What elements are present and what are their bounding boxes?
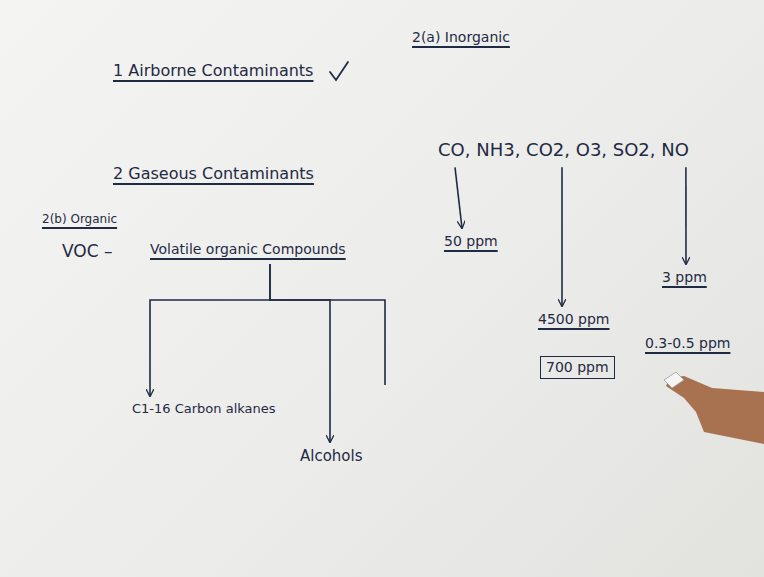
node-text: C1-16 Carbon alkanes: [132, 400, 276, 418]
heading: 2 Gaseous Contaminants: [113, 163, 314, 185]
arrow-connector: [270, 264, 330, 442]
node-text: 3 ppm: [662, 268, 707, 287]
node-text: Alcohols: [300, 446, 363, 466]
node-text: Volatile organic Compounds: [150, 240, 346, 259]
abbreviation: VOC –: [62, 240, 113, 263]
limit-value: 700 ppm: [540, 356, 615, 379]
limit-value: 0.3-0.5 ppm: [645, 334, 730, 353]
hand: [666, 376, 764, 444]
arrow-connector: [561, 167, 563, 306]
arrow-connector: [685, 167, 687, 264]
empty-branch: [270, 300, 385, 385]
category-branch: Alcohols: [300, 446, 363, 466]
limit-value: 3 ppm: [662, 268, 707, 287]
heading: 1 Airborne Contaminants: [113, 60, 313, 82]
gas-list: CO, NH3, CO2, O3, SO2, NO: [438, 138, 689, 162]
node-text: 0.3-0.5 ppm: [645, 334, 730, 353]
node-text: 700 ppm: [546, 358, 609, 377]
arrow-connector: [455, 167, 462, 228]
limit-value: 4500 ppm: [538, 310, 610, 329]
check-mark: [330, 62, 348, 80]
subheading: 2(b) Organic: [42, 211, 117, 227]
marker-pen: [664, 372, 684, 388]
node-text: 4500 ppm: [538, 310, 610, 329]
limit-value: 50 ppm: [444, 232, 498, 251]
node-text: 50 ppm: [444, 232, 498, 251]
node-text: CO, NH3, CO2, O3, SO2, NO: [438, 138, 689, 162]
subheading: 2(a) Inorganic: [412, 28, 510, 47]
category-term: Volatile organic Compounds: [150, 240, 346, 259]
arrow-connector: [150, 264, 270, 396]
category-branch: C1-16 Carbon alkanes: [132, 400, 276, 418]
